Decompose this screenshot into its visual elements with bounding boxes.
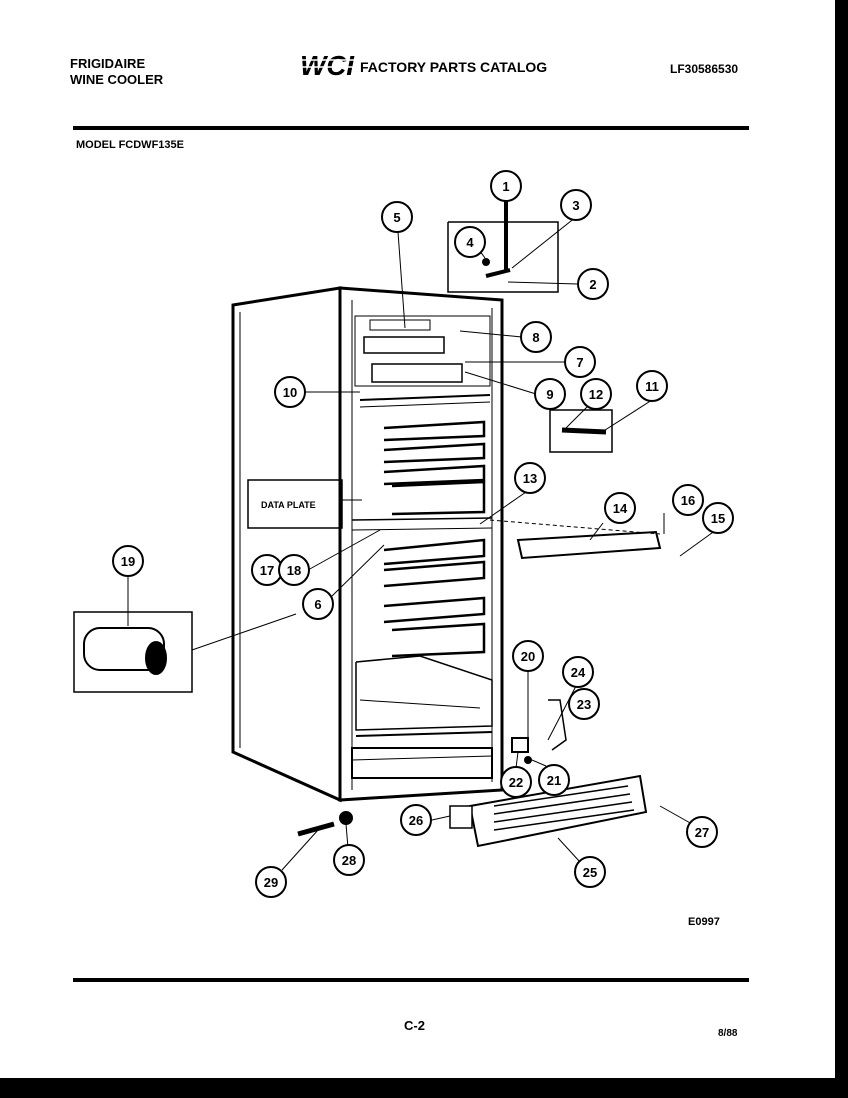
svg-text:27: 27 — [695, 825, 709, 840]
light-bar — [516, 530, 662, 560]
callout-21: 21 — [538, 764, 570, 796]
callout-26: 26 — [400, 804, 432, 836]
brand-name: FRIGIDAIRE — [70, 56, 146, 71]
upper-shelves — [383, 420, 486, 516]
model-number: MODEL FCDWF135E — [76, 139, 184, 151]
catalog-number: LF30586530 — [670, 62, 739, 76]
callout-6: 6 — [302, 588, 334, 620]
callout-24: 24 — [562, 656, 594, 688]
part-19-inset-box — [73, 611, 193, 693]
callout-11: 11 — [636, 370, 668, 402]
callout-28: 28 — [333, 844, 365, 876]
svg-text:19: 19 — [121, 554, 135, 569]
bottom-compartment — [355, 655, 493, 731]
svg-text:3: 3 — [572, 198, 579, 213]
svg-text:17: 17 — [260, 563, 274, 578]
svg-text:5: 5 — [393, 210, 400, 225]
top-rule — [73, 126, 749, 130]
catalog-title: FACTORY PARTS CATALOG — [360, 59, 548, 75]
exploded-parts-diagram: DATA PLATE 1 2 3 4 5 6 7 8 9 10 11 12 13… — [73, 170, 734, 898]
callout-16: 16 — [672, 484, 704, 516]
svg-text:16: 16 — [681, 493, 695, 508]
svg-text:23: 23 — [577, 697, 591, 712]
svg-text:13: 13 — [523, 471, 537, 486]
callout-12: 12 — [580, 378, 612, 410]
svg-text:2: 2 — [589, 277, 596, 292]
callout-29: 29 — [255, 866, 287, 898]
callout-13: 13 — [514, 462, 546, 494]
control-housing — [354, 315, 491, 387]
callout-19: 19 — [112, 545, 144, 577]
data-plate-box — [247, 479, 343, 529]
callout-4: 4 — [454, 226, 486, 258]
callout-8: 8 — [520, 321, 552, 353]
svg-text:7: 7 — [576, 355, 583, 370]
callout-22: 22 — [500, 766, 532, 798]
svg-text:22: 22 — [509, 775, 523, 790]
callout-20: 20 — [512, 640, 544, 672]
inset-box-light — [549, 409, 613, 453]
svg-text:29: 29 — [264, 875, 278, 890]
svg-text:12: 12 — [589, 387, 603, 402]
svg-text:11: 11 — [645, 379, 659, 394]
callout-18: 18 — [278, 554, 310, 586]
toe-grille-opening — [351, 747, 493, 779]
svg-text:18: 18 — [287, 563, 301, 578]
callout-1: 1 — [490, 170, 522, 202]
callout-2: 2 — [577, 268, 609, 300]
cabinet-front-opening — [338, 286, 504, 802]
data-plate-label: DATA PLATE — [261, 500, 316, 510]
callout-balloons: 1 2 3 4 5 6 7 8 9 10 11 12 13 14 15 16 1… — [112, 170, 734, 898]
callout-7: 7 — [564, 346, 596, 378]
callout-23: 23 — [568, 688, 600, 720]
callout-14: 14 — [604, 492, 636, 524]
wci-logo-text: WCI — [300, 50, 355, 80]
svg-text:6: 6 — [314, 597, 321, 612]
svg-text:24: 24 — [571, 665, 586, 680]
wci-logo: WCI — [300, 50, 356, 80]
diagram-id: E0997 — [688, 916, 720, 928]
svg-text:25: 25 — [583, 865, 597, 880]
callout-9: 9 — [534, 378, 566, 410]
callout-15: 15 — [702, 502, 734, 534]
callout-5: 5 — [381, 201, 413, 233]
callout-25: 25 — [574, 856, 606, 888]
svg-text:4: 4 — [466, 235, 474, 250]
cabinet-side-panel — [231, 286, 342, 803]
lower-shelves — [383, 538, 486, 658]
page-number: C-2 — [404, 1018, 425, 1033]
svg-text:20: 20 — [521, 649, 535, 664]
svg-text:15: 15 — [711, 511, 725, 526]
bottom-rule — [73, 978, 749, 982]
svg-text:10: 10 — [283, 385, 297, 400]
svg-text:8: 8 — [532, 330, 539, 345]
brand-block: FRIGIDAIRE WINE COOLER — [70, 57, 163, 89]
product-type: WINE COOLER — [70, 72, 164, 87]
print-date: 8/88 — [718, 1028, 738, 1039]
callout-10: 10 — [274, 376, 306, 408]
cabinet-drawing — [73, 200, 717, 871]
svg-text:9: 9 — [546, 387, 553, 402]
callout-3: 3 — [560, 189, 592, 221]
leader-lines — [127, 216, 717, 871]
callout-27: 27 — [686, 816, 718, 848]
svg-text:1: 1 — [502, 179, 509, 194]
catalog-page: FRIGIDAIRE WINE COOLER WCI FACTORY PARTS… — [0, 0, 835, 1078]
bottom-grille — [468, 774, 648, 848]
svg-text:14: 14 — [613, 501, 628, 516]
svg-text:21: 21 — [547, 773, 561, 788]
inset-box-upper — [447, 221, 559, 293]
callout-17: 17 — [251, 554, 283, 586]
svg-text:26: 26 — [409, 813, 423, 828]
svg-text:28: 28 — [342, 853, 356, 868]
